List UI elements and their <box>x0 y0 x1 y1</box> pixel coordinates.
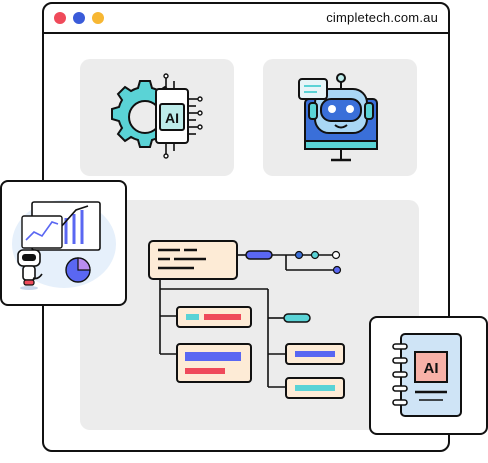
chatbot-monitor-icon <box>298 73 378 162</box>
analytics-card <box>0 180 127 306</box>
ai-chip-card: AI <box>80 59 234 176</box>
flowchart-card <box>80 200 419 430</box>
browser-titlebar: cimpletech.com.au <box>44 4 448 34</box>
analytics-robot-icon <box>12 200 116 290</box>
browser-window: cimpletech.com.au AI <box>42 2 450 452</box>
ai-book-label: AI <box>424 360 439 377</box>
minimize-dot[interactable] <box>73 12 85 24</box>
maximize-dot[interactable] <box>92 12 104 24</box>
ai-chip-label: AI <box>165 110 179 126</box>
ai-chip-gear-icon: AI <box>111 73 203 159</box>
ai-notebook-icon: AI <box>392 333 462 417</box>
url-text: cimpletech.com.au <box>326 10 438 25</box>
flowchart-diagram <box>148 240 345 399</box>
close-dot[interactable] <box>54 12 66 24</box>
ai-notebook-card: AI <box>369 316 488 435</box>
chatbot-card <box>263 59 417 176</box>
